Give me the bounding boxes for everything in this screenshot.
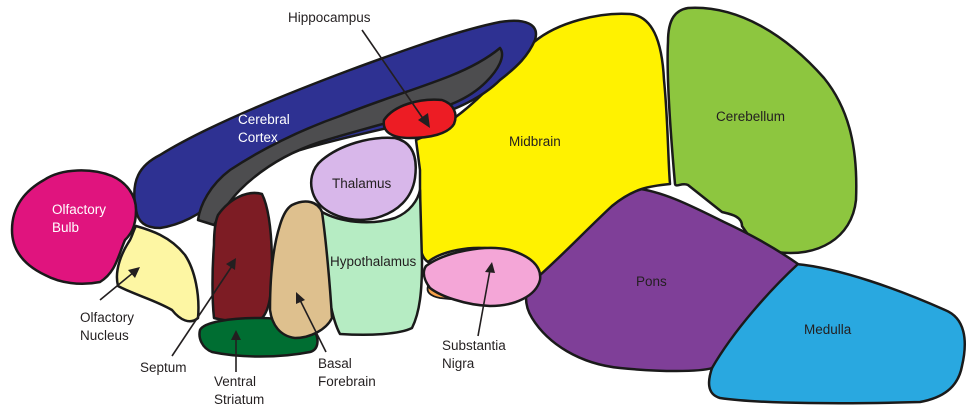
label-basal-forebrain-line2: Forebrain: [318, 374, 376, 389]
label-cerebellum: Cerebellum: [716, 109, 785, 124]
label-substantia-nigra: Substantia Nigra: [442, 338, 510, 371]
label-substantia-nigra-line1: Substantia: [442, 338, 506, 353]
label-olfactory-bulb-line2: Bulb: [52, 220, 79, 235]
basal-forebrain-region: [270, 201, 332, 338]
label-olfactory-nucleus-line1: Olfactory: [80, 310, 134, 325]
label-thalamus: Thalamus: [332, 176, 392, 191]
label-olfactory-nucleus: Olfactory Nucleus: [80, 310, 138, 343]
label-pons: Pons: [636, 274, 667, 289]
label-ventral-striatum: Ventral Striatum: [214, 374, 264, 407]
label-cerebral-cortex-line2: Cortex: [238, 130, 278, 145]
label-cerebral-cortex-line1: Cerebral: [238, 112, 290, 127]
label-ventral-striatum-line1: Ventral: [214, 374, 256, 389]
label-medulla: Medulla: [804, 322, 852, 337]
label-olfactory-nucleus-line2: Nucleus: [80, 328, 129, 343]
label-hypothalamus: Hypothalamus: [330, 254, 417, 269]
label-midbrain: Midbrain: [509, 134, 561, 149]
label-basal-forebrain: Basal Forebrain: [318, 356, 376, 389]
label-septum: Septum: [140, 360, 187, 375]
label-basal-forebrain-line1: Basal: [318, 356, 352, 371]
septum-region: [213, 193, 273, 321]
label-substantia-nigra-line2: Nigra: [442, 356, 475, 371]
label-olfactory-bulb-line1: Olfactory: [52, 202, 106, 217]
label-ventral-striatum-line2: Striatum: [214, 392, 264, 407]
label-hippocampus: Hippocampus: [288, 10, 371, 25]
olfactory-nucleus-region: [117, 226, 198, 321]
